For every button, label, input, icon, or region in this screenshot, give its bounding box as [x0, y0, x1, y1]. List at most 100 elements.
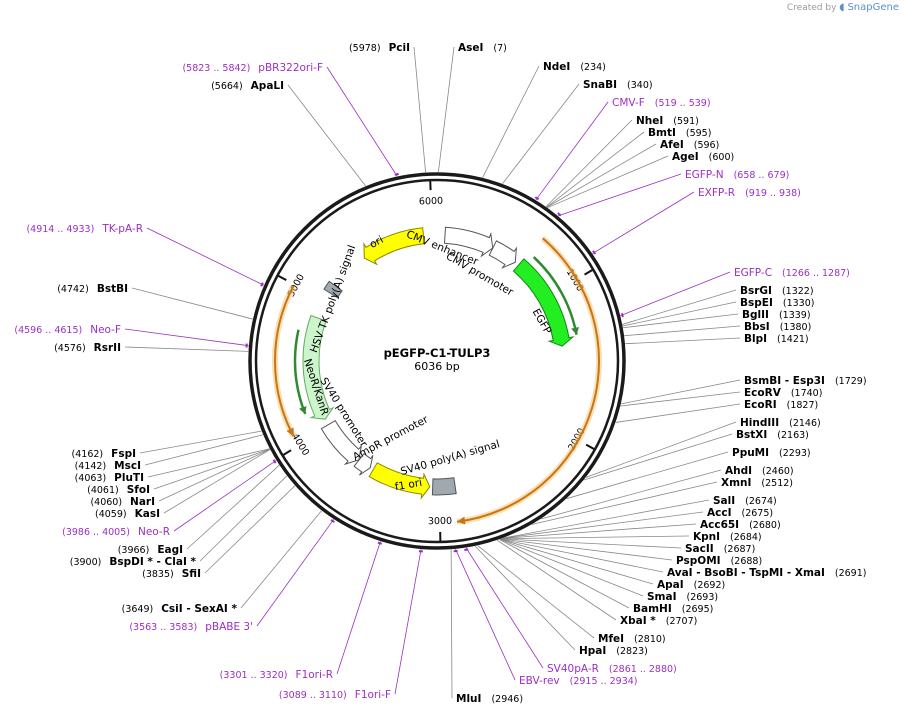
feature-label-sv40-poly-a-signal: SV40 poly(A) signal — [399, 438, 501, 478]
plasmid-size: 6036 bp — [414, 360, 459, 373]
enzyme-leader-line — [623, 313, 739, 329]
enzyme-name: SfoI — [127, 484, 150, 496]
primer-leader-line — [336, 541, 381, 675]
primer-leader-line — [173, 460, 277, 532]
feature-egfp — [512, 258, 575, 347]
enzyme-name: ApaLI — [251, 80, 284, 92]
credit-brand: SnapGene — [847, 2, 899, 13]
enzyme-position: (2823) — [616, 646, 648, 657]
enzyme-label-ecori: EcoRI (1827) — [744, 399, 818, 411]
enzyme-label-mfei: MfeI(2810) — [598, 633, 666, 645]
enzyme-label-agei: AgeI(600) — [672, 151, 734, 163]
enzyme-leader-line — [131, 287, 253, 320]
enzyme-leader-line — [144, 434, 264, 466]
backbone-outer-circle — [248, 172, 626, 550]
enzyme-label-bstbi: BstBI(4742) — [57, 283, 128, 295]
center-labels: pEGFP-C1-TULP3 6036 bp — [384, 346, 491, 373]
primer-name: EXFP-R — [698, 187, 735, 199]
enzyme-leader-line — [546, 143, 657, 208]
enzyme-leader-line — [585, 421, 737, 478]
enzyme-label-hpai: HpaI(2823) — [579, 645, 648, 657]
enzyme-name: BstXI — [736, 429, 767, 441]
enzyme-label-ahdi: AhdI(2460) — [725, 465, 794, 477]
enzyme-position: (595) — [686, 128, 712, 139]
enzyme-position: (3900) — [70, 557, 102, 568]
primer-site-mark — [534, 196, 540, 201]
enzyme-position: (4060) — [90, 497, 122, 508]
primer-site-mark — [377, 541, 383, 545]
primer-label-sv40pa-r: SV40pA-R(2861 .. 2880) — [547, 663, 677, 675]
primer-label-neo-f: Neo-F(4596 .. 4615) — [14, 324, 121, 336]
enzyme-label-msci: MscI(4142) — [75, 460, 141, 472]
enzyme-leader-line — [437, 46, 455, 173]
enzyme-label-nari: NarI(4060) — [90, 496, 155, 508]
enzyme-position: (2163) — [777, 430, 809, 441]
enzyme-leader-line — [482, 65, 540, 178]
enzyme-leader-line — [502, 83, 580, 184]
primer-site-mark — [464, 548, 469, 552]
feature-label-hsv-tk-poly-a-signal: HSV TK poly(A) signal — [308, 243, 358, 354]
enzyme-leader-line — [124, 346, 249, 352]
enzyme-leader-line — [503, 511, 704, 539]
enzyme-position: (2695) — [682, 604, 714, 615]
enzyme-position: (4162) — [72, 449, 104, 460]
enzyme-name: RsrII — [94, 342, 121, 354]
enzyme-label-pcii: PciI(5978) — [349, 42, 410, 54]
enzyme-leader-line — [153, 448, 270, 490]
primer-leader-line — [557, 173, 682, 217]
enzyme-label-kasi: KasI(4059) — [95, 508, 160, 520]
enzyme-name: SacII — [685, 543, 714, 555]
enzyme-leader-line — [625, 337, 741, 345]
feature-cmv-promoter — [488, 240, 518, 269]
primer-position: (3089 .. 3110) — [279, 690, 347, 701]
enzyme-leader-line — [413, 46, 426, 173]
enzyme-position: (1729) — [835, 376, 867, 387]
enzyme-leader-line — [499, 539, 630, 609]
enzyme-position: (2693) — [687, 592, 719, 603]
enzyme-leader-line — [147, 448, 270, 478]
enzyme-position: (2687) — [724, 544, 756, 555]
enzyme-label-sfii: SfiI(3835) — [142, 568, 201, 580]
enzyme-leader-line — [546, 131, 645, 208]
enzyme-leader-line — [499, 538, 654, 585]
primer-label-cmv-f: CMV-F(519 .. 539) — [612, 97, 711, 109]
primer-name: Neo-R — [138, 526, 170, 538]
enzyme-name: SnaBI — [583, 79, 617, 91]
primer-leader-line — [620, 271, 731, 316]
enzyme-leader-line — [186, 464, 280, 550]
enzyme-leader-line — [163, 449, 271, 514]
primer-leader-line — [592, 191, 695, 254]
tick-label: 6000 — [419, 196, 444, 208]
enzyme-position: (2512) — [761, 478, 793, 489]
enzyme-label-blpi: BlpI(1421) — [744, 333, 809, 345]
feature-label-f1-ori: f1 ori — [394, 477, 423, 494]
feature-ampr-promoter — [353, 452, 374, 476]
enzyme-leader-line — [287, 84, 366, 187]
primer-leader-line — [146, 227, 265, 286]
enzyme-position: (2684) — [730, 532, 762, 543]
enzyme-name: PpuMI — [732, 447, 769, 459]
enzyme-position: (2460) — [762, 466, 794, 477]
primer-site-mark — [272, 459, 277, 464]
enzyme-name: CsiI - SexAI * — [161, 603, 237, 615]
orf-arc — [456, 237, 600, 523]
enzyme-name: BglII — [742, 309, 769, 321]
enzyme-position: (2692) — [694, 580, 726, 591]
enzyme-position: (1827) — [787, 400, 819, 411]
primer-position: (4596 .. 4615) — [14, 325, 82, 336]
primer-site-mark — [592, 250, 597, 255]
enzyme-position: (2293) — [779, 448, 811, 459]
primer-name: EGFP-C — [734, 267, 772, 279]
credit-prefix: Created by — [786, 3, 837, 13]
enzyme-label-snabi: SnaBI(340) — [583, 79, 653, 91]
primer-label-egfp-n: EGFP-N(658 .. 679) — [685, 169, 789, 181]
enzyme-name: EcoRI — [744, 399, 777, 411]
plasmid-name: pEGFP-C1-TULP3 — [384, 346, 491, 360]
enzyme-leader-line — [240, 510, 322, 609]
enzyme-label-ndei: NdeI(234) — [543, 61, 606, 73]
enzyme-label-acc65i: Acc65I(2680) — [700, 519, 781, 531]
enzyme-position: (1380) — [780, 322, 812, 333]
primer-position: (5823 .. 5842) — [182, 63, 250, 74]
enzyme-leader-line — [474, 545, 576, 651]
